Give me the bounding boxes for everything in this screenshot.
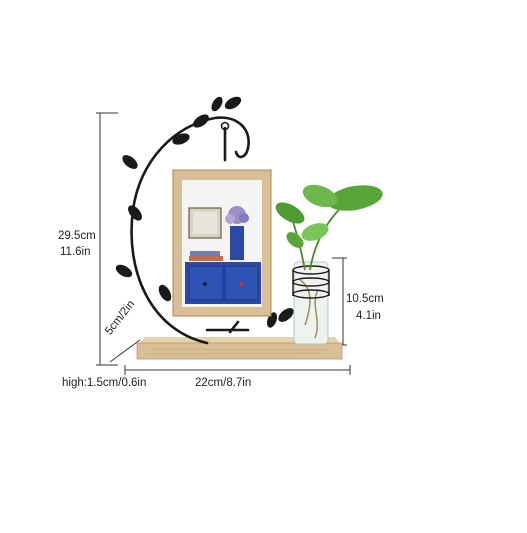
iron-stand bbox=[130, 116, 250, 345]
glass-vase bbox=[292, 261, 330, 345]
width-label: 22cm/8.7in bbox=[195, 377, 252, 389]
vase-height-cm-label: 10.5cm bbox=[346, 293, 384, 305]
iron-leaves bbox=[115, 96, 294, 328]
vase-height-in-label: 4.1in bbox=[356, 310, 381, 322]
height-cm-label: 29.5cm bbox=[58, 230, 96, 242]
wooden-base bbox=[136, 337, 343, 360]
plant bbox=[275, 184, 383, 271]
base-thickness-label: high:1.5cm/0.6in bbox=[62, 377, 147, 389]
photo-frame bbox=[172, 169, 272, 317]
height-in-label: 11.6in bbox=[60, 246, 91, 258]
